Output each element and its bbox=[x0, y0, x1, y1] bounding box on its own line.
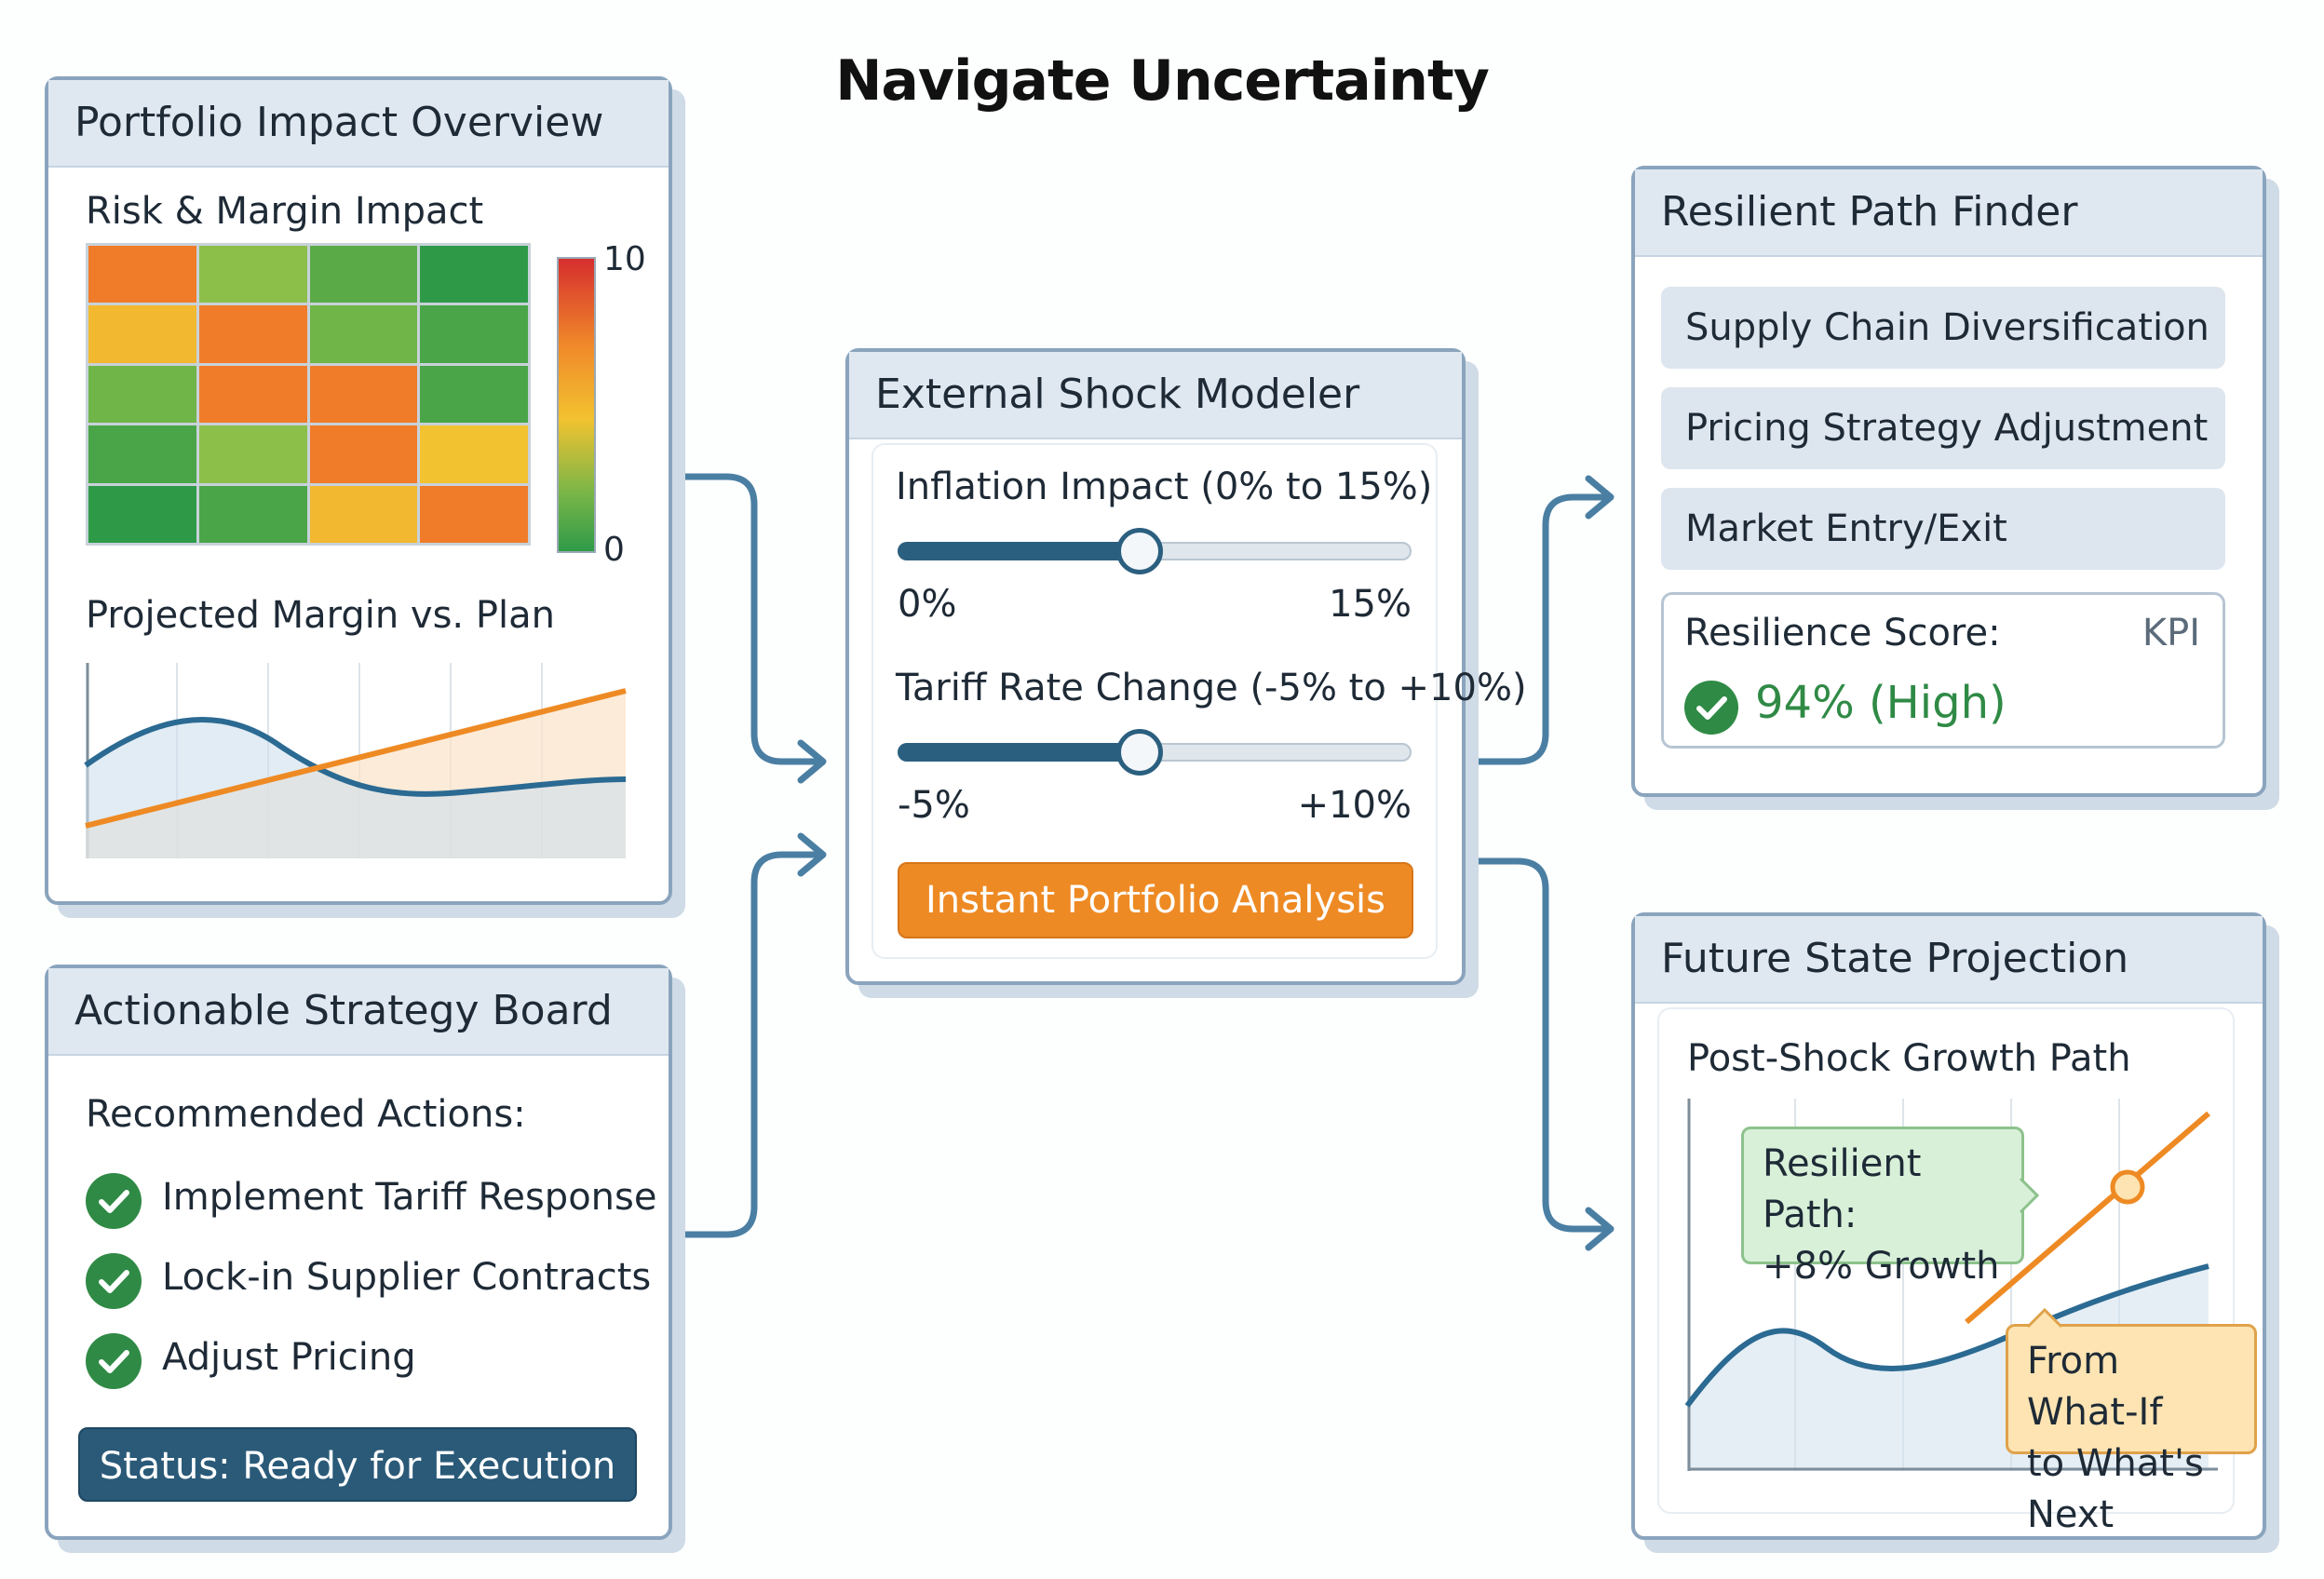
resilient-path-callout: Resilient Path: +8% Growth bbox=[1741, 1127, 2024, 1288]
baseline-growth-line bbox=[1684, 1263, 2209, 1408]
heatmap-cell bbox=[198, 485, 307, 543]
check-circle-icon bbox=[86, 1253, 142, 1309]
heatmap-cell bbox=[309, 365, 418, 424]
option-market-entry[interactable]: Market Entry/Exit bbox=[1661, 488, 2225, 570]
callout-pointer bbox=[2019, 1177, 2040, 1214]
slider-thumb-icon[interactable] bbox=[1115, 729, 1163, 776]
heatmap-cell bbox=[309, 305, 418, 363]
inflation-slider[interactable] bbox=[898, 528, 1412, 574]
shock-modeler-panel: External Shock Modeler Inflation Impact … bbox=[845, 348, 1527, 985]
heatmap-cell bbox=[88, 485, 196, 543]
plan-line bbox=[85, 688, 627, 829]
callout-line: to What's Next bbox=[2027, 1442, 2204, 1536]
action-label: Lock-in Supplier Contracts bbox=[162, 1256, 652, 1299]
callout-pointer bbox=[2026, 1307, 2063, 1329]
line-chart-title: Projected Margin vs. Plan bbox=[86, 594, 555, 637]
heatmap-cell bbox=[420, 246, 528, 304]
heatmap-cell bbox=[198, 305, 307, 363]
scale-max-label: 10 bbox=[603, 240, 646, 278]
check-circle-icon bbox=[86, 1173, 142, 1229]
margin-line bbox=[84, 717, 627, 797]
action-item[interactable]: Lock-in Supplier Contracts bbox=[86, 1251, 651, 1311]
action-label: Implement Tariff Response bbox=[162, 1176, 657, 1219]
growth-chart-title: Post-Shock Growth Path bbox=[1687, 1037, 2131, 1080]
kpi-tag: KPI bbox=[2142, 612, 2200, 655]
tariff-slider-label: Tariff Rate Change (-5% to +10%) bbox=[896, 667, 1527, 709]
heatmap-cell bbox=[309, 425, 418, 483]
tariff-max-label: +10% bbox=[1297, 784, 1412, 827]
heatmap-title: Risk & Margin Impact bbox=[86, 190, 484, 233]
inflation-min-label: 0% bbox=[898, 583, 957, 626]
inflation-max-label: 15% bbox=[1329, 583, 1412, 626]
panel-header: Resilient Path Finder bbox=[1635, 169, 2263, 257]
heatmap-cell bbox=[88, 305, 196, 363]
panel-header: Portfolio Impact Overview bbox=[48, 80, 669, 168]
heatmap-cell bbox=[198, 365, 307, 424]
tariff-slider[interactable] bbox=[898, 729, 1412, 776]
slider-fill bbox=[898, 542, 1138, 560]
heatmap-cell bbox=[88, 365, 196, 424]
heatmap-cell bbox=[88, 246, 196, 304]
resilient-path-panel: Resilient Path Finder Supply Chain Diver… bbox=[1631, 166, 2266, 797]
option-pricing-strategy[interactable]: Pricing Strategy Adjustment bbox=[1661, 387, 2225, 469]
instant-analysis-button[interactable]: Instant Portfolio Analysis bbox=[898, 862, 1413, 938]
check-circle-icon bbox=[86, 1333, 142, 1389]
recommended-actions-title: Recommended Actions: bbox=[86, 1093, 526, 1136]
what-next-callout: From What-If to What's Next bbox=[2006, 1324, 2257, 1536]
panel-header: Future State Projection bbox=[1635, 916, 2263, 1004]
resilient-path-line bbox=[1965, 1111, 2210, 1325]
heatmap-cell bbox=[420, 425, 528, 483]
resilient-point-marker bbox=[2110, 1169, 2145, 1205]
margin-area bbox=[86, 720, 626, 858]
action-item[interactable]: Implement Tariff Response bbox=[86, 1171, 656, 1231]
inflation-slider-label: Inflation Impact (0% to 15%) bbox=[896, 466, 1433, 508]
status-badge: Status: Ready for Execution bbox=[78, 1427, 637, 1502]
kpi-value: 94% (High) bbox=[1755, 677, 2006, 729]
strategy-board-panel: Actionable Strategy Board Recommended Ac… bbox=[45, 965, 672, 1540]
slider-thumb-icon[interactable] bbox=[1115, 528, 1163, 574]
kpi-label: Resilience Score: bbox=[1684, 612, 2001, 655]
heatmap-cell bbox=[198, 246, 307, 304]
heatmap-cell bbox=[420, 485, 528, 543]
action-label: Adjust Pricing bbox=[162, 1336, 416, 1379]
callout-line: Resilient Path: bbox=[1763, 1142, 1922, 1236]
callout-line: +8% Growth bbox=[1763, 1245, 2000, 1288]
heatmap-cell bbox=[309, 246, 418, 304]
heatmap-colorbar bbox=[557, 257, 596, 553]
scale-min-label: 0 bbox=[603, 531, 625, 569]
heatmap-cell bbox=[88, 425, 196, 483]
risk-heatmap bbox=[86, 243, 531, 546]
future-state-panel: Future State Projection Post-Shock Growt… bbox=[1631, 912, 2266, 1540]
page-title: Navigate Uncertainty bbox=[835, 48, 1490, 114]
heatmap-cell bbox=[420, 305, 528, 363]
check-circle-icon bbox=[1684, 681, 1738, 735]
callout-line: From What-If bbox=[2027, 1340, 2163, 1434]
heatmap-cell bbox=[309, 485, 418, 543]
heatmap-cell bbox=[420, 365, 528, 424]
slider-fill bbox=[898, 743, 1138, 762]
action-item[interactable]: Adjust Pricing bbox=[86, 1331, 644, 1391]
option-supply-chain[interactable]: Supply Chain Diversification bbox=[1661, 287, 2225, 369]
resilience-score-card: Resilience Score: KPI 94% (High) bbox=[1661, 592, 2225, 749]
heatmap-cell bbox=[198, 425, 307, 483]
margin-line-chart bbox=[84, 663, 627, 858]
tariff-min-label: -5% bbox=[898, 784, 970, 827]
portfolio-impact-panel: Portfolio Impact Overview Risk & Margin … bbox=[45, 76, 672, 905]
panel-header: External Shock Modeler bbox=[849, 352, 1462, 439]
panel-header: Actionable Strategy Board bbox=[48, 968, 669, 1056]
